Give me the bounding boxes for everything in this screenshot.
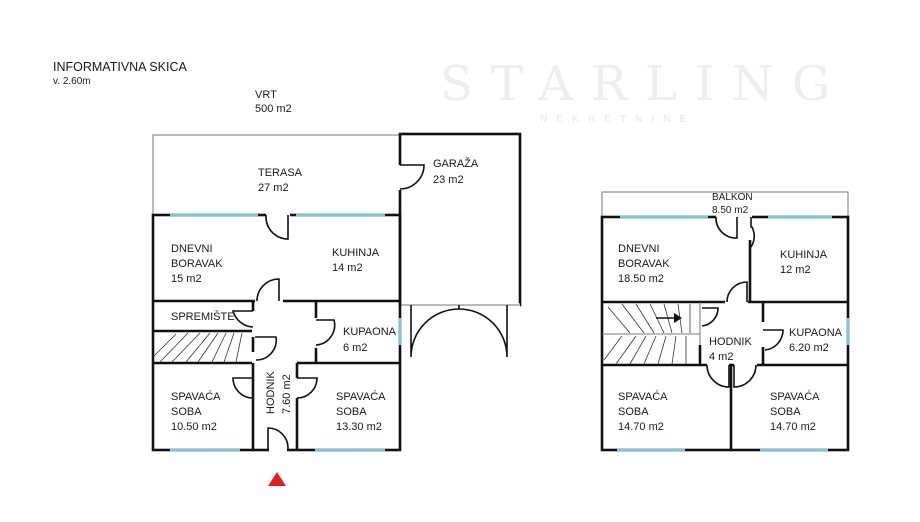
ground-floor: TERASA 27 m2 GARAŽA 23 m2 DNEVNI BORAVAK…: [151, 132, 522, 486]
watermark-sub: NEKRETNINE: [540, 114, 695, 125]
balcony-door-right[interactable]: [750, 217, 755, 248]
bedroom-right-door[interactable]: [296, 377, 318, 399]
stairs-door[interactable]: [255, 336, 278, 361]
room-label: SOBA: [618, 406, 649, 418]
garage-side-door[interactable]: [399, 164, 425, 190]
terrace-outline: [152, 134, 400, 215]
room-label: HODNIK: [265, 371, 277, 414]
room-label: KUPAONA: [343, 326, 397, 338]
room-label: SPAVAĆA: [336, 390, 386, 403]
room-label: SPAVAĆA: [171, 390, 221, 403]
bathroom-door[interactable]: [315, 319, 336, 346]
room-area: 6.20 m2: [789, 342, 829, 354]
room-area: 15 m2: [171, 273, 202, 285]
room-label: BORAVAK: [171, 258, 223, 270]
bedroom-right-door[interactable]: [733, 364, 757, 388]
ground-stairs: [152, 332, 243, 363]
room-area: 7.60 m2: [281, 374, 293, 414]
room-area: 27 m2: [258, 182, 289, 194]
storage-door[interactable]: [231, 310, 254, 328]
room-area: 14.70 m2: [770, 421, 816, 433]
room-label: SOBA: [770, 406, 801, 418]
room-label: KUPAONA: [789, 327, 843, 339]
room-label: HODNIK: [709, 336, 752, 348]
living-door[interactable]: [726, 281, 748, 303]
room-label: KUHINJA: [332, 247, 380, 259]
room-label: DNEVNI: [618, 243, 660, 255]
bathroom-door[interactable]: [763, 329, 784, 351]
room-area: 6 m2: [343, 342, 367, 354]
room-area: 18.50 m2: [618, 273, 664, 285]
room-label: BORAVAK: [618, 258, 670, 270]
room-label: KUHINJA: [780, 249, 828, 261]
room-label: SPAVAĆA: [770, 390, 820, 403]
living-door[interactable]: [256, 278, 280, 302]
room-area: 14.70 m2: [618, 421, 664, 433]
room-label: SPREMIŠTE: [171, 310, 235, 323]
room-label: SOBA: [171, 406, 202, 418]
garden-label: VRT: [255, 89, 277, 101]
stairs-door[interactable]: [701, 307, 719, 327]
terrace-door[interactable]: [265, 215, 289, 240]
garage-double-door[interactable]: [410, 305, 508, 358]
entrance-door[interactable]: [267, 427, 289, 450]
garden-area: 500 m2: [255, 103, 292, 115]
entrance-marker-icon: [268, 472, 286, 486]
stairs-direction-arrow-icon: [656, 313, 682, 323]
bedroom-left-door[interactable]: [706, 364, 730, 388]
balcony-outline: [601, 191, 849, 217]
room-area: 4 m2: [709, 351, 733, 363]
room-area: 10.50 m2: [171, 421, 217, 433]
room-label: GARAŽA: [433, 157, 479, 170]
room-area: 8.50 m2: [712, 205, 749, 216]
page-title: INFORMATIVNA SKICA: [53, 60, 187, 74]
room-area: 12 m2: [780, 264, 811, 276]
balcony-door-left[interactable]: [715, 216, 738, 239]
watermark: STARLING: [440, 56, 848, 112]
room-area: 13.30 m2: [336, 421, 382, 433]
room-label: DNEVNI: [171, 243, 213, 255]
room-label: SOBA: [336, 406, 367, 418]
room-label: BALKON: [712, 192, 753, 203]
page-subtitle: v. 2.60m: [53, 76, 91, 87]
room-label: TERASA: [258, 167, 303, 179]
upper-floor: BALKON 8.50 m2 DNEVNI BORAVAK 18.50 m2 K…: [600, 191, 850, 452]
bedroom-left-door[interactable]: [232, 377, 254, 399]
room-area: 23 m2: [433, 174, 464, 186]
room-label: SPAVAĆA: [618, 390, 668, 403]
room-area: 14 m2: [332, 262, 363, 274]
